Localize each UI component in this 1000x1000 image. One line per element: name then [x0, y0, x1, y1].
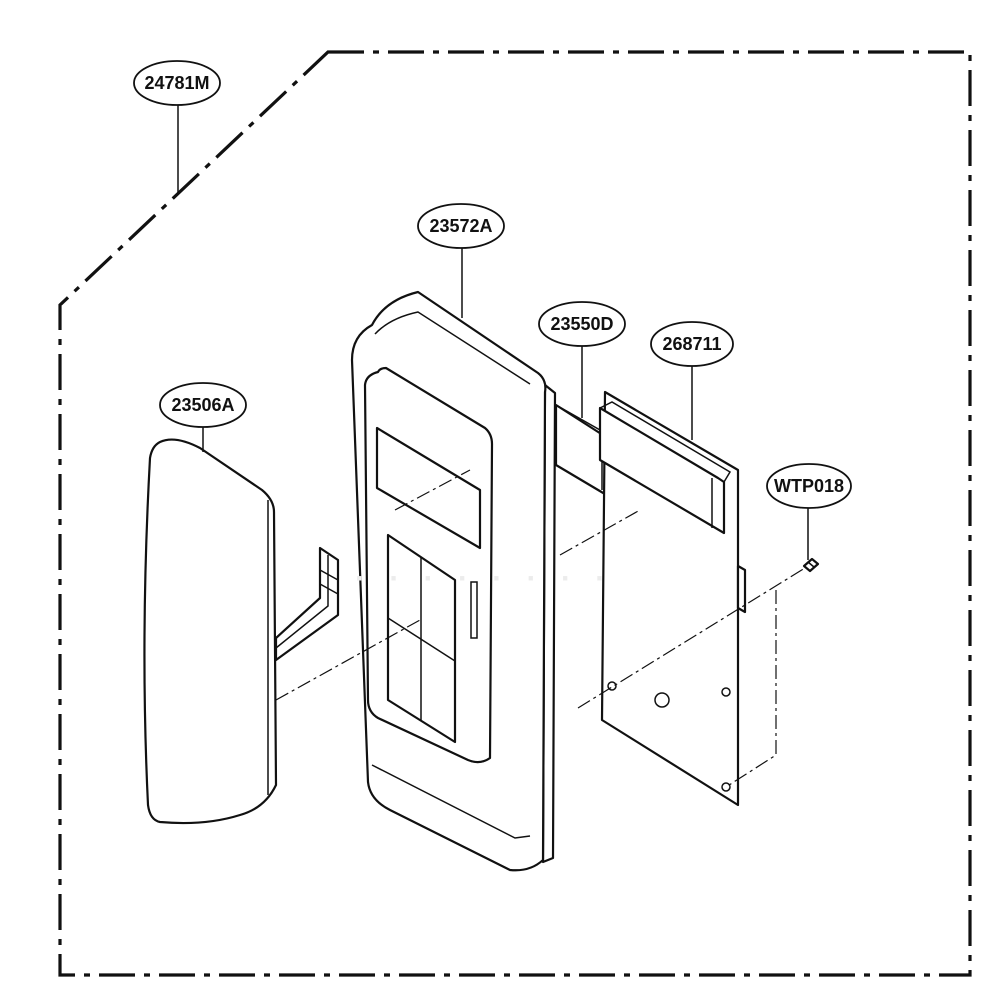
callout-24781M: 24781M: [133, 60, 221, 106]
part-label: WTP018: [774, 476, 844, 496]
membrane-switch: [143, 438, 340, 825]
assembly-lines: [275, 469, 806, 788]
assembly-boundary: [58, 50, 972, 977]
control-panel-frame: · · · · · · · ·: [350, 290, 613, 872]
main-pcb: [598, 390, 747, 807]
callout-23572A: 23572A: [417, 203, 505, 249]
callout-WTP018: WTP018: [766, 463, 852, 509]
callout-268711: 268711: [650, 321, 734, 367]
part-label: 23572A: [429, 216, 492, 236]
part-label: 24781M: [144, 73, 209, 93]
screw-icon: [802, 557, 820, 573]
part-label: 23506A: [171, 395, 234, 415]
callout-23506A: 23506A: [159, 382, 247, 428]
part-label: 23550D: [550, 314, 613, 334]
leader-lines: [177, 105, 809, 560]
part-label: 268711: [662, 334, 721, 354]
svg-text:· · · · · · · ·: · · · · · · · ·: [355, 562, 613, 595]
callout-23550D: 23550D: [538, 301, 626, 347]
